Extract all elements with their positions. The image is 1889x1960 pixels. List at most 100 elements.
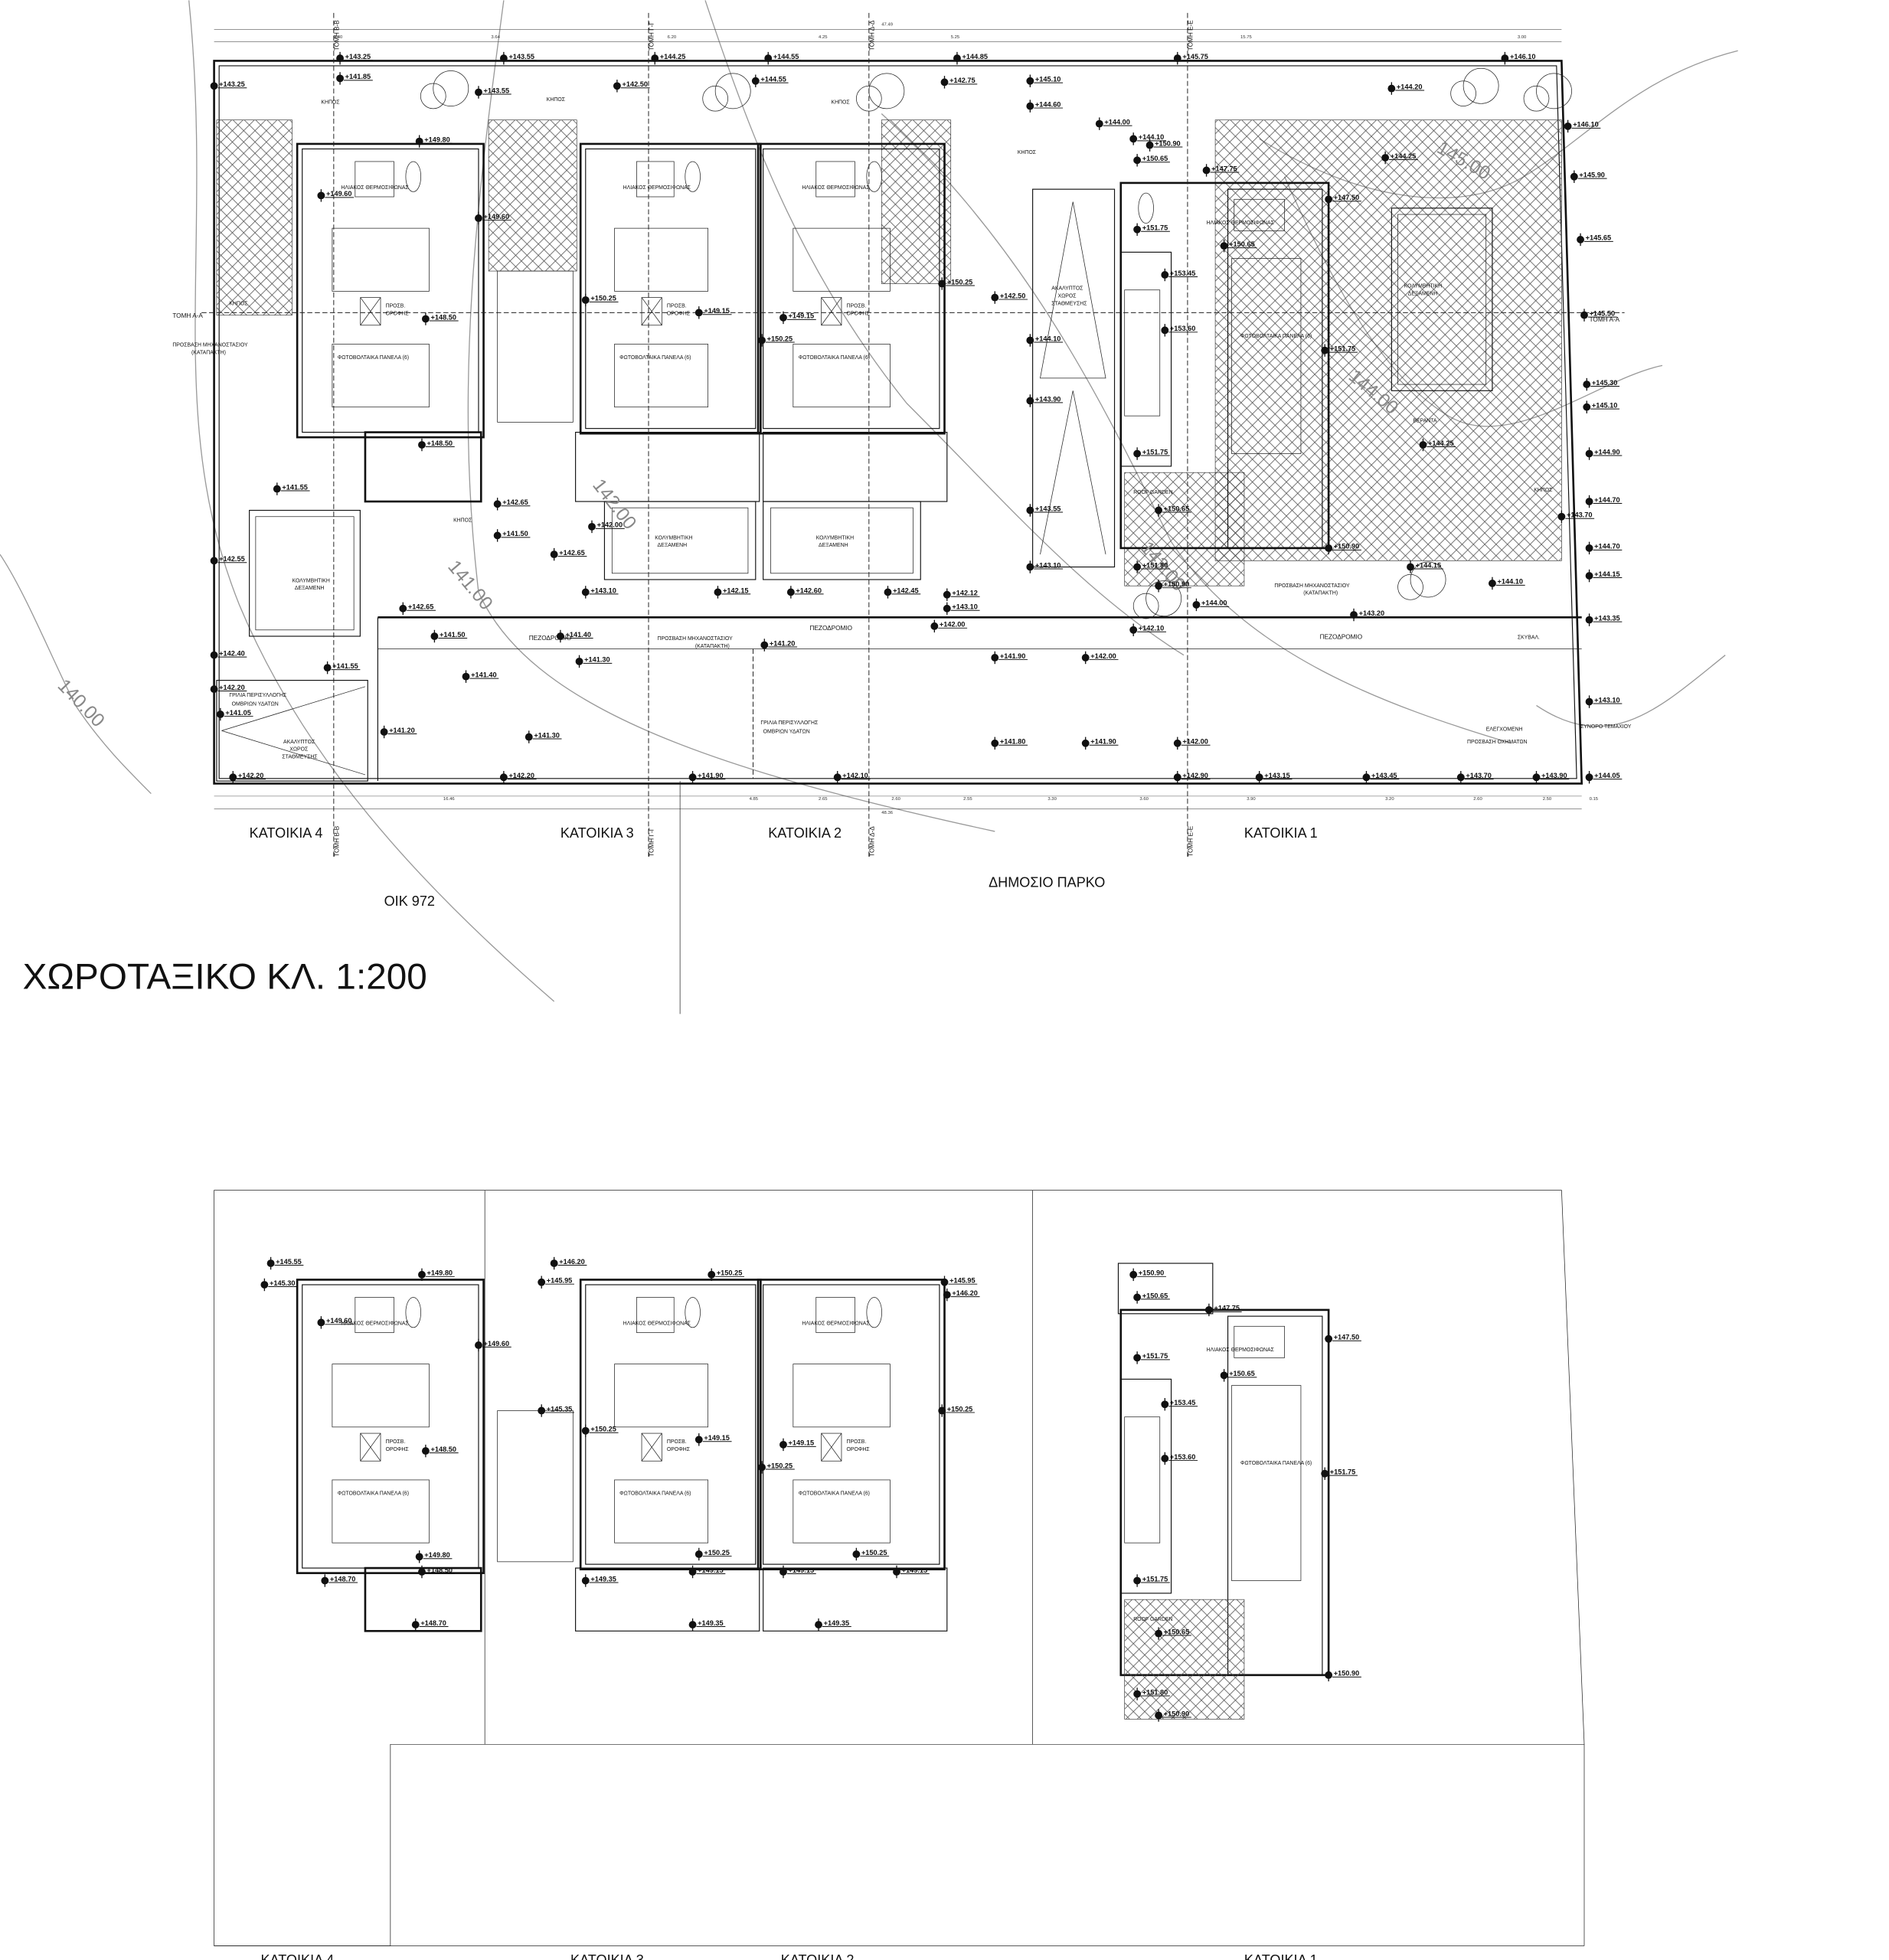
dimension-value: 3.64 — [491, 35, 500, 40]
elevation-marker: +147.50 — [1325, 193, 1361, 206]
pool-h1 — [1391, 207, 1493, 391]
elevation-marker: +149.60 — [317, 189, 355, 202]
elevation-value: +141.55 — [332, 662, 358, 670]
section-label-aa: ΤΟΜΗ Α-Α — [1590, 316, 1620, 323]
refuse-label: ΣΚΥΒΑΛ. — [1518, 635, 1540, 640]
elevation-marker: +144.70 — [1585, 541, 1623, 555]
elevation-value: +151.75 — [1142, 1352, 1168, 1360]
elevation-marker: +151.75 — [1133, 1574, 1170, 1587]
house-2-upper-water-tank — [866, 1297, 882, 1328]
elevation-value: +143.10 — [590, 586, 616, 594]
elevation-value: +143.10 — [952, 603, 978, 611]
house-2-upper-lower — [763, 1567, 948, 1632]
elevation-marker: +150.65 — [1133, 154, 1170, 167]
terrace-hatch-h4 — [216, 119, 293, 315]
elevation-value: +141.90 — [698, 772, 724, 779]
elevation-value: +151.75 — [1142, 224, 1168, 232]
elevation-marker: +143.45 — [1362, 770, 1400, 784]
elevation-value: +149.35 — [824, 1619, 850, 1627]
elevation-marker: +142.45 — [884, 586, 921, 599]
elevation-marker: +148.70 — [411, 1618, 449, 1632]
house-4-upper-roof-access-label: ΠΡΟΣΒ. — [386, 1439, 406, 1445]
elevation-marker: +143.25 — [336, 51, 373, 65]
elevation-value: +145.10 — [1592, 401, 1618, 409]
elevation-value: +150.25 — [590, 295, 616, 302]
elevation-marker: +146.10 — [1501, 51, 1538, 65]
sidewalk-label: ΠΕΖΟΔΡΟΜΙΟ — [810, 625, 853, 632]
elevation-value: +141.40 — [471, 671, 497, 678]
elevation-markers: +143.25+143.55+144.25+144.55+144.85+145.… — [210, 51, 1623, 1722]
elevation-value: +141.30 — [534, 731, 560, 739]
elevation-marker: +150.90 — [1325, 541, 1361, 555]
house-3-upper-solar-heater — [636, 1297, 675, 1333]
elevation-value: +142.40 — [219, 649, 245, 657]
house-4-pv-panels-bottom — [332, 344, 430, 408]
elevation-marker: +144.55 — [764, 51, 802, 65]
pool-h2-label: ΚΟΛΥΜΒΗΤΙΚΗ — [816, 535, 854, 541]
house-4-upper-inner-wall — [302, 1284, 479, 1569]
elevation-marker: +149.35 — [815, 1618, 851, 1632]
engine-access-label: (ΚΑΤΑΠΑΚΤΗ) — [191, 351, 226, 356]
house-4-pv-panels-top — [332, 227, 430, 292]
dimension-value: 5.25 — [951, 35, 960, 40]
vehicle-access-label: ΕΛΕΓΧΟΜΕΝΗ — [1486, 727, 1523, 732]
parking-ramp-lines — [1040, 201, 1106, 555]
elevation-value: +147.50 — [1334, 1334, 1360, 1341]
garden-h1d-tree-icon — [1132, 593, 1159, 619]
elevation-value: +145.30 — [270, 1279, 296, 1287]
elevation-marker: +150.25 — [938, 1404, 975, 1417]
elevation-marker: +145.95 — [940, 1276, 978, 1289]
elevation-value: +141.80 — [1000, 738, 1026, 746]
grille-label: ΓΡΙΛΙΑ ΠΕΡΙΣΥΛΛΟΓΗΣ — [229, 693, 286, 698]
garden-h1b-tree-icon — [1536, 73, 1572, 109]
elevation-value: +145.95 — [949, 1277, 976, 1285]
house-3-upper-pv-label: ΦΩΤΟΒΟΛΤΑΙΚΑ ΠΑΝΕΛΑ (6) — [619, 1491, 691, 1497]
elevation-value: +141.20 — [770, 639, 796, 647]
house-2-roof-access-label: ΟΡΟΦΗΣ — [847, 312, 870, 317]
elevation-value: +150.65 — [1142, 1292, 1168, 1299]
dimension-value: 9.40 — [334, 35, 343, 40]
garden-h1b-tree-icon — [1523, 85, 1550, 112]
engine-access-label: ΠΡΟΣΒΑΣΗ ΜΗΧΑΝΟΣΤΑΣΙΟΥ — [658, 636, 734, 642]
elevation-marker: +151.75 — [1133, 1351, 1170, 1364]
house-3-upper-lower — [575, 1567, 760, 1632]
elevation-value: +144.55 — [760, 76, 786, 83]
elevation-marker: +143.70 — [1456, 770, 1494, 784]
elevation-value: +143.25 — [345, 53, 371, 60]
dimension-total: 47.49 — [881, 22, 893, 27]
elevation-marker: +149.60 — [475, 1338, 511, 1352]
house-3-roof-access-label: ΟΡΟΦΗΣ — [667, 312, 690, 317]
elevation-value: +142.75 — [949, 77, 976, 84]
house-3-upper-inner-wall — [585, 1284, 757, 1565]
elevation-value: +146.20 — [559, 1258, 585, 1266]
elevation-marker: +142.15 — [714, 586, 751, 599]
elevation-value: +141.20 — [389, 727, 415, 734]
elevation-value: +149.60 — [326, 190, 352, 198]
dimension-value: 2.65 — [819, 797, 828, 802]
house-4-solar-heater-label: ΗΛΙΑΚΟΣ ΘΕΡΜΟΣΙΦΩΝΑΣ — [341, 185, 408, 191]
house-4-outer-wall — [296, 142, 485, 439]
house-2-roof-access-label: ΠΡΟΣΒ. — [847, 304, 867, 309]
elevation-marker: +149.35 — [688, 1618, 726, 1632]
contour-line-139 — [0, 554, 152, 795]
elevation-marker: +142.00 — [1173, 737, 1211, 750]
elevation-value: +149.15 — [704, 307, 730, 315]
elevation-value: +144.25 — [1428, 439, 1454, 447]
house-4-upper-pv-panels-top — [332, 1364, 430, 1428]
elevation-marker: +144.00 — [1192, 598, 1230, 612]
pool-h3 — [603, 501, 757, 580]
elevation-marker: +145.35 — [538, 1404, 574, 1417]
elevation-value: +147.75 — [1214, 1305, 1240, 1312]
elevation-value: +153.45 — [1170, 270, 1196, 277]
house-4-upper-solar-heater-label: ΗΛΙΑΚΟΣ ΘΕΡΜΟΣΙΦΩΝΑΣ — [341, 1321, 408, 1327]
elevation-value: +150.65 — [1164, 505, 1190, 512]
elevation-marker: +150.25 — [694, 1547, 732, 1561]
contour-label: 141.00 — [443, 557, 496, 614]
elevation-marker: +150.25 — [852, 1547, 890, 1561]
house-1-upper-top — [1117, 1263, 1214, 1315]
house-1-block — [1227, 188, 1323, 549]
parking-ramp-h2 — [1032, 188, 1116, 568]
garden-label: ΚΗΠΟΣ — [453, 518, 472, 523]
elevation-value: +144.10 — [1498, 578, 1524, 586]
elevation-value: +141.85 — [345, 73, 371, 80]
